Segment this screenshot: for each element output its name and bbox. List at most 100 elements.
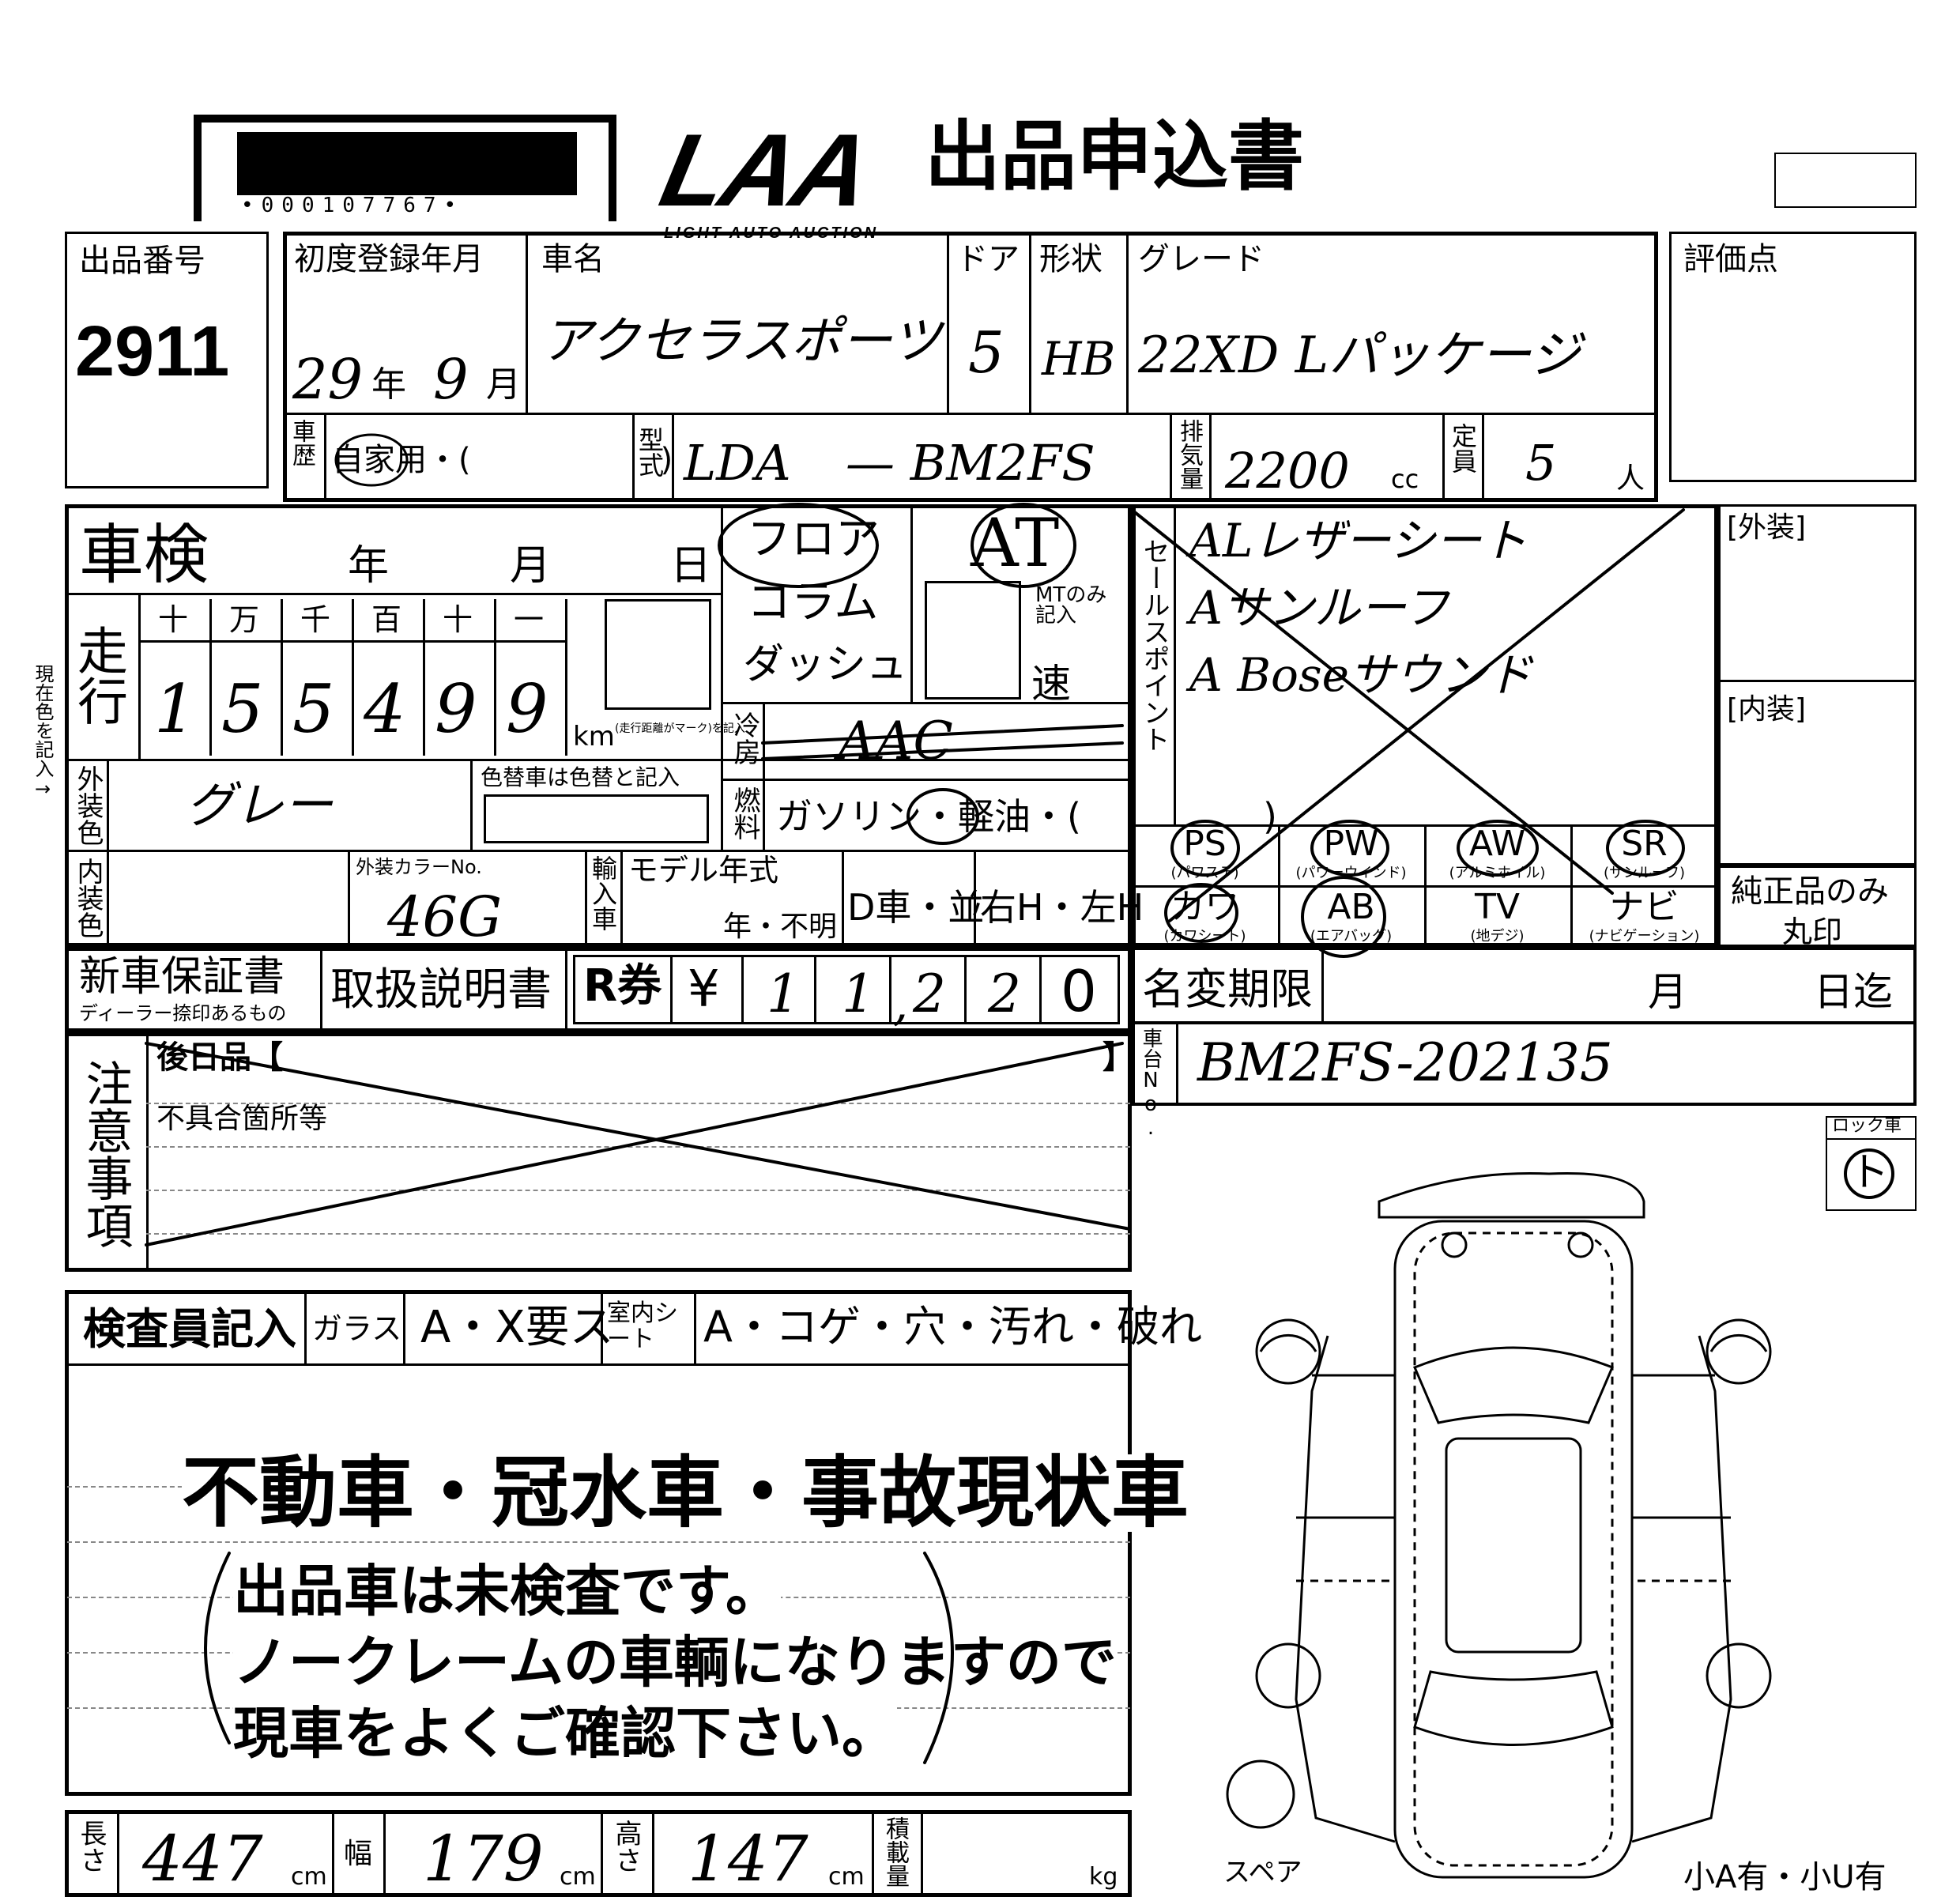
grade: 22XD Lパッケージ: [1138, 326, 1581, 385]
model-label: 型式: [635, 427, 665, 477]
shaken-day: 日: [670, 542, 712, 590]
score-box: [1669, 232, 1917, 482]
r-digit-2: 2: [913, 964, 946, 1024]
first-reg-year: 29: [292, 347, 364, 412]
glass-options: A・X要ス: [420, 1302, 614, 1353]
digit-label-2: 千: [300, 602, 331, 637]
small-marks: 小A有・小U有: [1683, 1859, 1886, 1895]
stamp-line-4: 現車をよくご確認下さい。: [233, 1701, 897, 1766]
capacity-label: 定員: [1448, 423, 1478, 473]
import-label: 輸入車: [588, 855, 618, 931]
width-value: 179: [423, 1822, 544, 1895]
mt-note: MTのみ記入: [1035, 583, 1107, 628]
exterior-label: [外装]: [1727, 511, 1807, 544]
mileage-digit-0: 1: [154, 670, 197, 748]
r-ticket-label: R券: [583, 960, 662, 1012]
shaken-year: 年: [348, 542, 390, 590]
ac-label: 冷房: [729, 711, 760, 765]
name-change-until: 日迄: [1814, 969, 1893, 1015]
color-change-box: [484, 794, 709, 843]
month-unit: 月: [486, 364, 521, 405]
r-digit-1: 1: [842, 964, 875, 1024]
mileage-digit-5: 9: [506, 670, 548, 748]
digit-label-3: 百: [371, 602, 402, 637]
seat-options: A・コゲ・穴・汚れ・破れ: [703, 1302, 1202, 1352]
speed-label: 速: [1031, 661, 1071, 707]
chassis-label: 車台No.: [1139, 1028, 1163, 1140]
shaken-block: [65, 504, 1132, 947]
color-no-label: 外装カラーNo.: [356, 856, 482, 878]
fuel-label: 燃料: [729, 786, 760, 840]
barcode-text: •000107767•: [241, 194, 465, 217]
seat-label: 室内シート: [607, 1299, 678, 1353]
first-reg-month: 9: [433, 347, 469, 412]
model-year-value: 年・不明: [723, 911, 838, 943]
manual-label: 取扱説明書: [330, 964, 552, 1016]
cc-unit: cc: [1391, 464, 1419, 494]
yen-sign: ¥: [688, 960, 720, 1019]
listing-number-box: [65, 232, 269, 488]
digit-label-5: 一: [514, 602, 545, 637]
barcode-redaction: [237, 132, 577, 195]
current-color-note: 現在色を記入→: [32, 664, 54, 800]
color-no: 46G: [387, 884, 502, 949]
warranty-label: 新車保証書: [79, 953, 285, 1001]
r-ticket-box: [573, 955, 1120, 1024]
dash-label: ダッシュ: [743, 641, 908, 688]
digit-label-4: 十: [443, 602, 473, 637]
mileage-digit-3: 4: [364, 670, 406, 748]
ext-color-label: 外装色: [72, 765, 104, 846]
shaken-label: 車検: [79, 518, 209, 593]
first-reg-label: 初度登録年月: [294, 241, 484, 277]
mileage-mark-box: [605, 599, 711, 710]
car-name-label: 車名: [541, 241, 605, 277]
dimensions-row: [65, 1810, 1132, 1897]
chassis-row: [1132, 1021, 1917, 1106]
stamp-line-2: 出品車は未検査です。: [233, 1559, 781, 1624]
km-note: (走行距離がマーク)を記入: [615, 722, 745, 735]
r-comma: ,: [893, 976, 909, 1031]
genuine-note-2: 丸印: [1782, 915, 1843, 949]
vehicle-info-box: [283, 232, 1658, 502]
width-unit: cm: [560, 1863, 596, 1891]
mileage-digit-1: 5: [221, 670, 264, 748]
history-label: 車歴: [288, 419, 315, 466]
name-change-month: 月: [1648, 969, 1687, 1015]
listing-number-label: 出品番号: [79, 243, 205, 279]
height-value: 147: [688, 1822, 808, 1895]
shaken-month: 月: [510, 542, 552, 590]
genuine-box: [1718, 866, 1917, 947]
doors: 5: [968, 319, 1004, 386]
score-label: 評価点: [1683, 241, 1778, 277]
spare-label: スペア: [1223, 1857, 1302, 1888]
corner-box: [1774, 153, 1917, 208]
listing-number: 2911: [75, 312, 230, 391]
mileage-digit-2: 5: [292, 670, 335, 748]
r-digit-4: 0: [1061, 958, 1097, 1024]
person-unit: 人: [1616, 462, 1645, 495]
barcode-block: •000107767•: [194, 115, 616, 221]
int-color-label: 内装色: [72, 858, 104, 938]
dealer-label: D車・並: [847, 886, 985, 929]
stamp-line-1: 不動車・冠水車・事故現状車: [182, 1448, 1189, 1538]
warranty-note: ディーラー捺印あるもの: [79, 1002, 287, 1024]
displacement: 2200: [1225, 442, 1350, 500]
glass-label: ガラス: [312, 1311, 402, 1346]
capacity: 5: [1525, 434, 1557, 492]
digit-label-0: 十: [158, 602, 189, 637]
height-unit: cm: [828, 1863, 865, 1891]
door-label: ドア: [956, 241, 1020, 277]
inspector-box: [65, 1290, 1132, 1796]
lock-label: ロック車: [1832, 1116, 1902, 1136]
width-label: 幅: [344, 1838, 373, 1870]
length-value: 447: [142, 1822, 263, 1895]
model-prefix: LDA: [684, 434, 791, 492]
length-unit: cm: [291, 1863, 327, 1891]
shape-label: 形状: [1039, 241, 1102, 277]
model-code: — BM2FS: [846, 434, 1095, 492]
r-digit-0: 1: [767, 964, 800, 1024]
chassis-value: BM2FS-202135: [1197, 1032, 1613, 1093]
mileage-digit-4: 9: [435, 670, 477, 748]
ext-color: グレー: [186, 776, 334, 834]
mileage-label: 走行: [69, 624, 127, 726]
